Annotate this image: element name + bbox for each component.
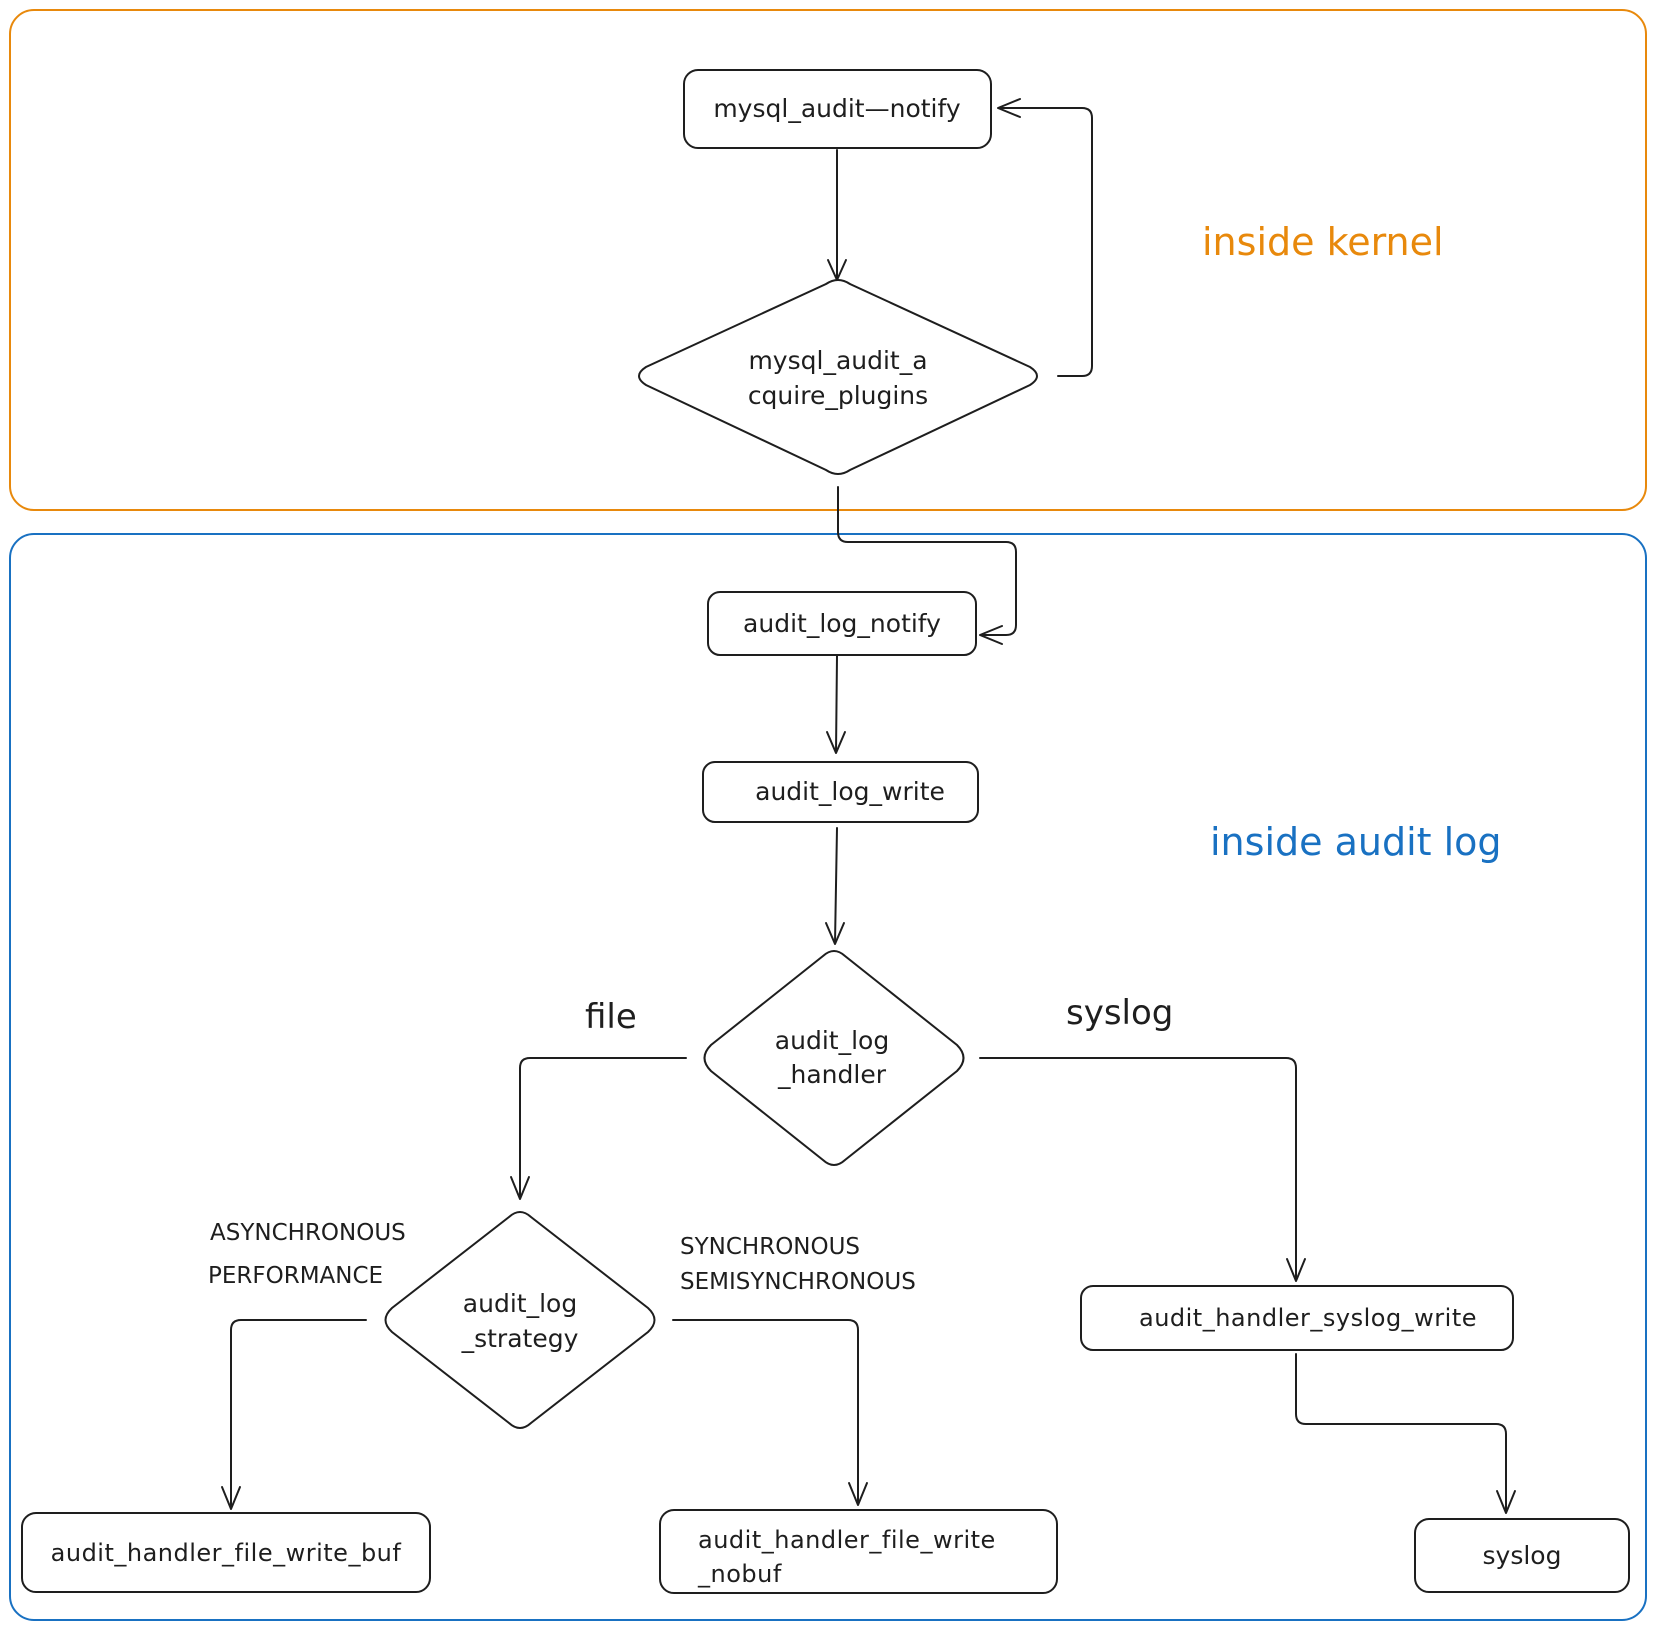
edge-strategy-to-nobuf (672, 1319, 859, 1505)
node-syslog: syslog (1414, 1518, 1630, 1593)
edge-strategy-to-buf (230, 1319, 367, 1509)
arrowhead-syslog (1496, 1490, 1516, 1514)
arrowhead-notify-loop (997, 98, 1021, 118)
edge-notify-to-write (835, 655, 838, 753)
arrowhead-audit-notify (979, 625, 1003, 645)
node-label-line1: mysql_audit_a (748, 346, 927, 375)
edge-label-file: file (585, 997, 637, 1037)
audit-log-region-label: inside audit log (1210, 820, 1502, 864)
arrowhead-syslog-write (1286, 1258, 1306, 1282)
node-label: audit_log_notify (743, 609, 941, 638)
edge-label-asynchronous: ASYNCHRONOUS (210, 1220, 406, 1246)
node-mysql-audit-acquire-plugins: mysql_audit_a cquire_plugins (638, 279, 1038, 475)
node-label-line2: _nobuf (697, 1560, 782, 1588)
edges (221, 98, 1516, 1514)
node-label: audit_log_write (755, 777, 945, 806)
node-audit-handler-file-write-nobuf: audit_handler_file_write _nobuf (659, 1509, 1058, 1594)
node-label-line1: audit_log (463, 1289, 577, 1318)
edge-handler-to-syslog-write (979, 1057, 1297, 1281)
node-label: mysql_audit—notify (713, 94, 961, 123)
node-audit-log-strategy: audit_log _strategy (384, 1211, 656, 1429)
arrowhead-handler (825, 922, 845, 945)
node-label-line2: cquire_plugins (748, 381, 928, 410)
edge-label-semisynchronous: SEMISYNCHRONOUS (680, 1269, 916, 1295)
node-label: audit_handler_syslog_write (1139, 1304, 1477, 1332)
kernel-region (9, 9, 1647, 511)
node-audit-handler-syslog-write: audit_handler_syslog_write (1080, 1285, 1514, 1351)
node-audit-handler-file-write-buf: audit_handler_file_write_buf (21, 1512, 431, 1593)
edge-acquire-loop-back (999, 107, 1093, 377)
node-label: syslog (1483, 1541, 1562, 1570)
node-audit-log-write: audit_log_write (702, 761, 979, 823)
edge-acquire-to-audit-notify (837, 486, 1017, 636)
audit-log-region (9, 533, 1647, 1621)
arrowhead-nobuf (848, 1482, 868, 1506)
node-mysql-audit-notify: mysql_audit—notify (683, 69, 992, 149)
node-label-line2: _strategy (461, 1324, 579, 1353)
node-audit-log-notify: audit_log_notify (707, 591, 977, 656)
arrowhead-write (826, 731, 846, 754)
edge-handler-to-strategy (519, 1057, 687, 1199)
edge-label-synchronous: SYNCHRONOUS (680, 1234, 860, 1260)
arrowhead-strategy (510, 1176, 530, 1200)
kernel-region-label: inside kernel (1202, 220, 1444, 264)
edge-label-performance: PERFORMANCE (208, 1263, 383, 1289)
edge-write-to-handler (834, 827, 838, 944)
node-label-line2: _handler (777, 1060, 887, 1089)
edge-label-syslog: syslog (1066, 993, 1173, 1033)
node-label-line1: audit_log (775, 1026, 889, 1055)
node-label: audit_handler_file_write_buf (51, 1539, 402, 1567)
edge-syslog-write-to-syslog (1295, 1353, 1507, 1513)
node-label-line1: audit_handler_file_write (698, 1526, 996, 1554)
arrowhead-buf (221, 1486, 241, 1510)
node-audit-log-handler: audit_log _handler (703, 950, 965, 1166)
